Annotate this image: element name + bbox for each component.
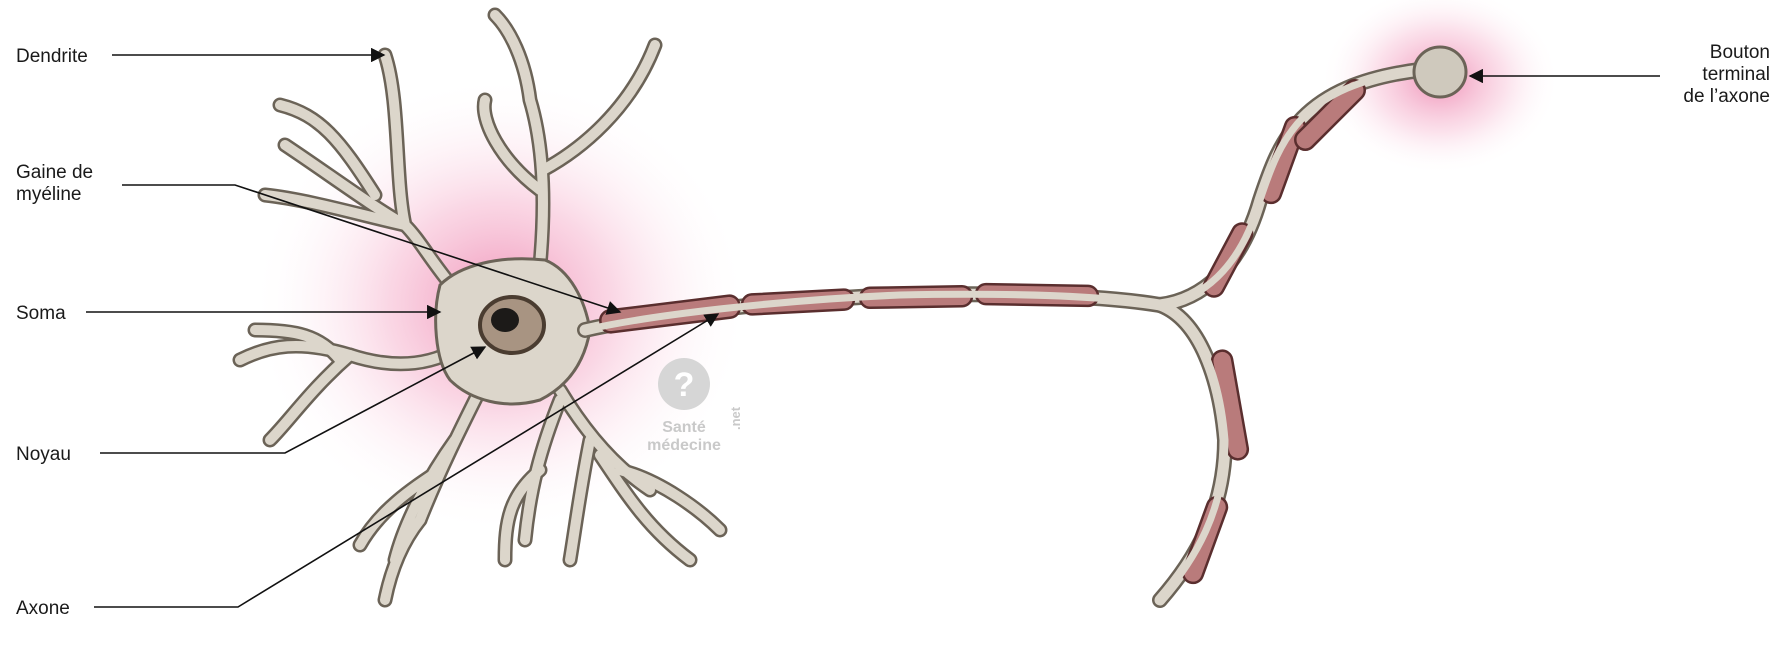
label-axone: Axone bbox=[16, 598, 70, 619]
label-myelin-line1: Gaine de bbox=[16, 162, 93, 183]
watermark-suffix: .net bbox=[728, 406, 743, 430]
label-myelin-line2: myéline bbox=[16, 184, 81, 205]
label-bouton-line2: terminal bbox=[1702, 64, 1770, 85]
watermark-line1: Santé bbox=[662, 419, 706, 436]
svg-text:?: ? bbox=[674, 366, 695, 404]
label-bouton-line3: de l’axone bbox=[1683, 86, 1770, 107]
nucleolus bbox=[491, 308, 519, 332]
bouton-terminal bbox=[1414, 47, 1466, 97]
label-dendrite: Dendrite bbox=[16, 46, 88, 67]
label-bouton-line1: Bouton bbox=[1710, 42, 1770, 63]
watermark-line2: médecine bbox=[647, 437, 721, 454]
label-noyau: Noyau bbox=[16, 444, 71, 465]
label-soma: Soma bbox=[16, 303, 66, 324]
